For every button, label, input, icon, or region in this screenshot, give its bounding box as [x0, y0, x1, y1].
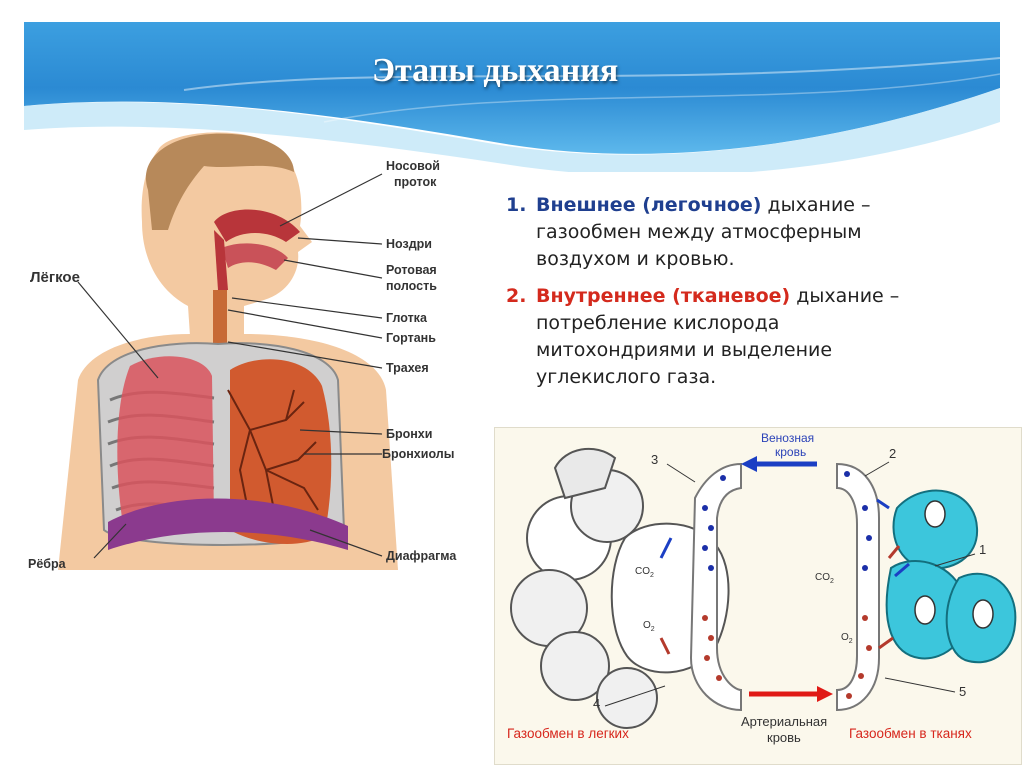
label-bronchi: Бронхи — [386, 427, 432, 441]
o2-label-lungs: O2 — [643, 620, 655, 633]
nasal-cavity — [214, 209, 300, 242]
anatomy-illustration: Носовой проток Ноздри Ротовая полость Гл… — [28, 132, 457, 571]
venous-label-2: кровь — [775, 445, 806, 459]
oral-cavity — [222, 243, 288, 270]
list-term: Внутреннее (тканевое) — [536, 285, 791, 307]
o2-arrows — [659, 545, 901, 655]
number-3: 3 — [651, 452, 658, 467]
list-text: дыхание – — [790, 285, 900, 307]
left-lung — [117, 356, 214, 530]
o2-label-tissues: O2 — [841, 632, 853, 645]
label-bronchioles: Бронхиолы — [382, 447, 454, 461]
bronchi-tree — [227, 389, 319, 511]
list-text: потребление кислорода — [536, 312, 780, 334]
label-trachea: Трахея — [386, 361, 429, 375]
caption-tissues: Газообмен в тканях — [849, 726, 972, 741]
capillary-lung-side — [689, 462, 742, 712]
diaphragm-shape — [108, 498, 348, 550]
tissue-cells — [885, 489, 1017, 664]
hair — [145, 133, 294, 230]
co2-label-tissues: CO2 — [815, 572, 834, 585]
list-text: митохондриями и выделение — [536, 339, 833, 361]
number-5: 5 — [959, 684, 966, 699]
arterial-label-2: кровь — [767, 730, 801, 745]
label-nasal-passage-2: проток — [394, 175, 437, 189]
list-number: 2. — [506, 285, 527, 307]
wave-background — [24, 22, 1000, 172]
label-larynx: Гортань — [386, 331, 436, 345]
list-text: газообмен между атмосферным — [536, 221, 862, 243]
label-nasal-passage-1: Носовой — [386, 159, 440, 173]
header-banner: Этапы дыхания — [24, 22, 1000, 172]
venous-label-1: Венозная — [761, 431, 814, 445]
pharynx-shape — [214, 230, 228, 290]
number-4: 4 — [593, 696, 600, 711]
label-oral-cavity-2: полость — [386, 279, 437, 293]
list-item-external: 1. Внешнее (легочное) дыхание – газообме… — [506, 192, 976, 273]
label-nostrils: Ноздри — [386, 237, 432, 251]
arterial-blood-cells — [702, 615, 872, 699]
gas-exchange-diagram: Венозная кровь Артериальная кровь Газооб… — [494, 427, 1022, 765]
leader-lines — [77, 173, 383, 559]
list-number: 1. — [506, 194, 527, 216]
right-lung — [230, 359, 332, 544]
label-diaphragm: Диафрагма — [386, 549, 457, 563]
gas-exchange-illustration: Венозная кровь Артериальная кровь Газооб… — [507, 431, 1017, 745]
flow-arrows — [741, 456, 833, 702]
label-ribs: Рёбра — [28, 557, 67, 571]
list-item-internal: 2. Внутреннее (тканевое) дыхание – потре… — [506, 283, 976, 391]
respiratory-anatomy-diagram: Носовой проток Ноздри Ротовая полость Гл… — [18, 130, 490, 590]
list-term: Внешнее (легочное) — [536, 194, 762, 216]
caption-lungs: Газообмен в легких — [507, 726, 629, 741]
venous-blood-cells — [702, 471, 872, 571]
label-oral-cavity-1: Ротовая — [386, 263, 437, 277]
list-text: дыхание – — [761, 194, 871, 216]
co2-label-lungs: CO2 — [635, 566, 654, 579]
number-leader-lines — [604, 461, 976, 707]
label-lung: Лёгкое — [30, 269, 80, 286]
arterial-label-1: Артериальная — [741, 714, 827, 729]
breathing-stages-list: 1. Внешнее (легочное) дыхание – газообме… — [506, 192, 976, 401]
number-1: 1 — [979, 542, 986, 557]
page-title: Этапы дыхания — [372, 52, 619, 89]
co2-arrows — [659, 498, 910, 578]
list-text: углекислого газа. — [536, 366, 717, 388]
list-text: воздухом и кровью. — [536, 248, 735, 270]
number-2: 2 — [889, 446, 896, 461]
capillary-tissue-side — [836, 462, 880, 712]
label-pharynx: Глотка — [386, 311, 428, 325]
